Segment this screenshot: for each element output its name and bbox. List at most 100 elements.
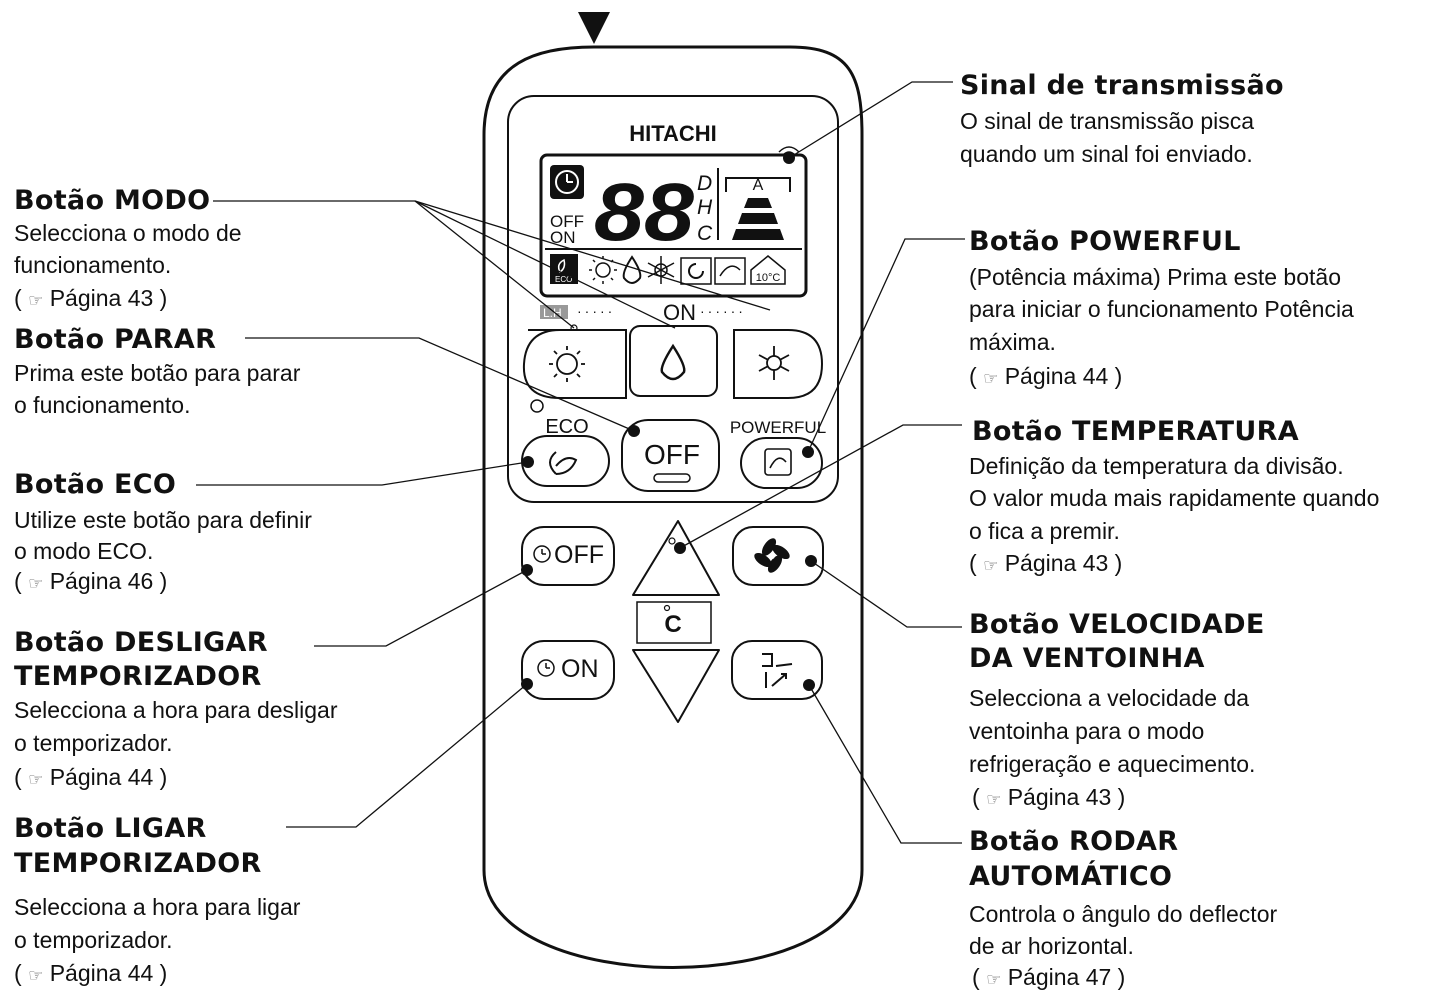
on-indicator-label: ON: [663, 300, 696, 325]
display-timer-on: ON: [550, 228, 576, 247]
parar-desc-2: o funcionamento.: [14, 392, 191, 418]
desligar-desc-1: Selecciona a hora para desligar: [14, 697, 338, 723]
leaf-icon: [549, 451, 578, 475]
ligar-desc-2: o temporizador.: [14, 927, 173, 953]
auto-louver-icon: A: [725, 177, 791, 240]
leader-lines: [196, 81, 965, 844]
temp-up-button[interactable]: [632, 520, 720, 596]
triangle-down-icon: [578, 12, 610, 44]
pointing-hand-icon: ☞: [28, 291, 44, 311]
temperatura-desc-1: Definição da temperatura da divisão.: [969, 453, 1344, 479]
ligar-title-2: TEMPORIZADOR: [14, 848, 262, 879]
timer-on-button[interactable]: ON: [521, 640, 615, 700]
eco-ref: ( ☞ Página 46 ): [14, 568, 168, 594]
svg-text:ECO: ECO: [555, 275, 572, 284]
svg-text:OFF: OFF: [554, 541, 604, 569]
display-digits: 88: [594, 167, 694, 258]
eco-desc-2: o modo ECO.: [14, 538, 154, 564]
powerful-desc-1: (Potência máxima) Prima este botão: [969, 264, 1341, 290]
heat-mode-button[interactable]: [522, 329, 627, 399]
powerful-ref: ( ☞ Página 44 ): [969, 363, 1123, 389]
powerful-icon: [769, 457, 787, 469]
eco-title: Botão ECO: [14, 469, 177, 500]
temperatura-title: Botão TEMPERATURA: [972, 416, 1299, 447]
off-button[interactable]: OFF: [621, 419, 720, 492]
svg-text:·····: ·····: [577, 303, 615, 319]
display-mode-c: C: [697, 222, 713, 245]
pointing-hand-icon: ☞: [986, 790, 1002, 810]
velocidade-desc-2: ventoinha para o modo: [969, 718, 1205, 744]
pointing-hand-icon: ☞: [983, 556, 999, 576]
pointing-hand-icon: ☞: [28, 770, 44, 790]
sinal-title: Sinal de transmissão: [960, 70, 1284, 101]
temp-unit-panel: [636, 601, 712, 644]
ligar-desc-1: Selecciona a hora para ligar: [14, 894, 301, 920]
rodar-desc-1: Controla o ângulo do deflector: [969, 901, 1278, 927]
recycle-display-icon: [680, 257, 712, 285]
sinal-desc-1: O sinal de transmissão pisca: [960, 108, 1255, 134]
fan-speed-button[interactable]: [732, 526, 824, 586]
sinal-desc-2: quando um sinal foi enviado.: [960, 141, 1253, 167]
auto-swing-button[interactable]: [731, 640, 823, 700]
brand-logo: HITACHI: [629, 121, 717, 146]
rodar-title-2: AUTOMÁTICO: [969, 861, 1173, 892]
desligar-desc-2: o temporizador.: [14, 730, 173, 756]
powerful-desc-2: para iniciar o funcionamento Potência: [969, 296, 1354, 322]
velocidade-title-2: DA VENTOINHA: [969, 643, 1205, 674]
temp-down-button[interactable]: [632, 649, 720, 723]
display-mode-d: D: [697, 172, 712, 195]
pointing-hand-icon: ☞: [28, 966, 44, 986]
display-timer-off: OFF: [550, 212, 584, 231]
svg-text:A: A: [753, 177, 764, 194]
powerful-button[interactable]: [740, 437, 823, 489]
dry-mode-button[interactable]: [629, 325, 718, 397]
svg-text:10°C: 10°C: [756, 272, 781, 284]
modo-ref: ( ☞ Página 43 ): [14, 285, 168, 311]
cool-mode-button[interactable]: [733, 329, 824, 399]
timer-off-button[interactable]: OFF: [521, 526, 615, 586]
svg-text:······: ······: [700, 303, 746, 319]
temperatura-desc-2: O valor muda mais rapidamente quando: [969, 485, 1380, 511]
powerful-desc-3: máxima.: [969, 329, 1056, 355]
display-mode-h: H: [697, 196, 713, 219]
eco-button[interactable]: [521, 435, 610, 487]
sun-icon: [549, 346, 585, 382]
velocidade-desc-1: Selecciona a velocidade da: [969, 685, 1250, 711]
eco-desc-1: Utilize este botão para definir: [14, 507, 312, 533]
velocidade-desc-3: refrigeração e aquecimento.: [969, 751, 1256, 777]
clock-icon: [537, 659, 555, 677]
powerful-label: POWERFUL: [730, 418, 826, 437]
powerful-title: Botão POWERFUL: [969, 226, 1241, 257]
pointing-hand-icon: ☞: [986, 970, 1002, 990]
parar-desc-1: Prima este botão para parar: [14, 360, 301, 386]
clock-icon: [533, 545, 551, 563]
velocidade-ref: ( ☞ Página 43 ): [972, 784, 1126, 810]
desligar-ref: ( ☞ Página 44 ): [14, 764, 168, 790]
eco-label: ECO: [545, 416, 588, 438]
snowflake-icon: [758, 346, 790, 380]
fan-icon: [754, 538, 790, 573]
parar-title: Botão PARAR: [14, 324, 217, 355]
ten-degree-display-icon: 10°C: [750, 255, 786, 285]
pointing-hand-icon: ☞: [983, 369, 999, 389]
svg-text:ON: ON: [561, 655, 599, 683]
modo-desc-1: Selecciona o modo de: [14, 220, 242, 246]
velocidade-title-1: Botão VELOCIDADE: [969, 609, 1265, 640]
powerful-display-icon: [714, 257, 746, 285]
rodar-ref: ( ☞ Página 47 ): [972, 964, 1126, 990]
desligar-title-1: Botão DESLIGAR: [14, 627, 268, 658]
svg-text:L.H: L.H: [543, 306, 562, 320]
desligar-title-2: TEMPORIZADOR: [14, 661, 262, 692]
temp-unit-label: C: [664, 611, 681, 638]
rodar-desc-2: de ar horizontal.: [969, 933, 1134, 959]
swing-icon: [762, 653, 793, 688]
temperatura-ref: ( ☞ Página 43 ): [969, 550, 1123, 576]
ligar-ref: ( ☞ Página 44 ): [14, 960, 168, 986]
lcd-display: [539, 153, 808, 298]
temperatura-desc-3: o fica a premir.: [969, 518, 1120, 544]
modo-title: Botão MODO: [14, 185, 211, 216]
svg-text:OFF: OFF: [644, 439, 700, 470]
rodar-title-1: Botão RODAR: [969, 826, 1179, 857]
modo-desc-2: funcionamento.: [14, 252, 172, 278]
